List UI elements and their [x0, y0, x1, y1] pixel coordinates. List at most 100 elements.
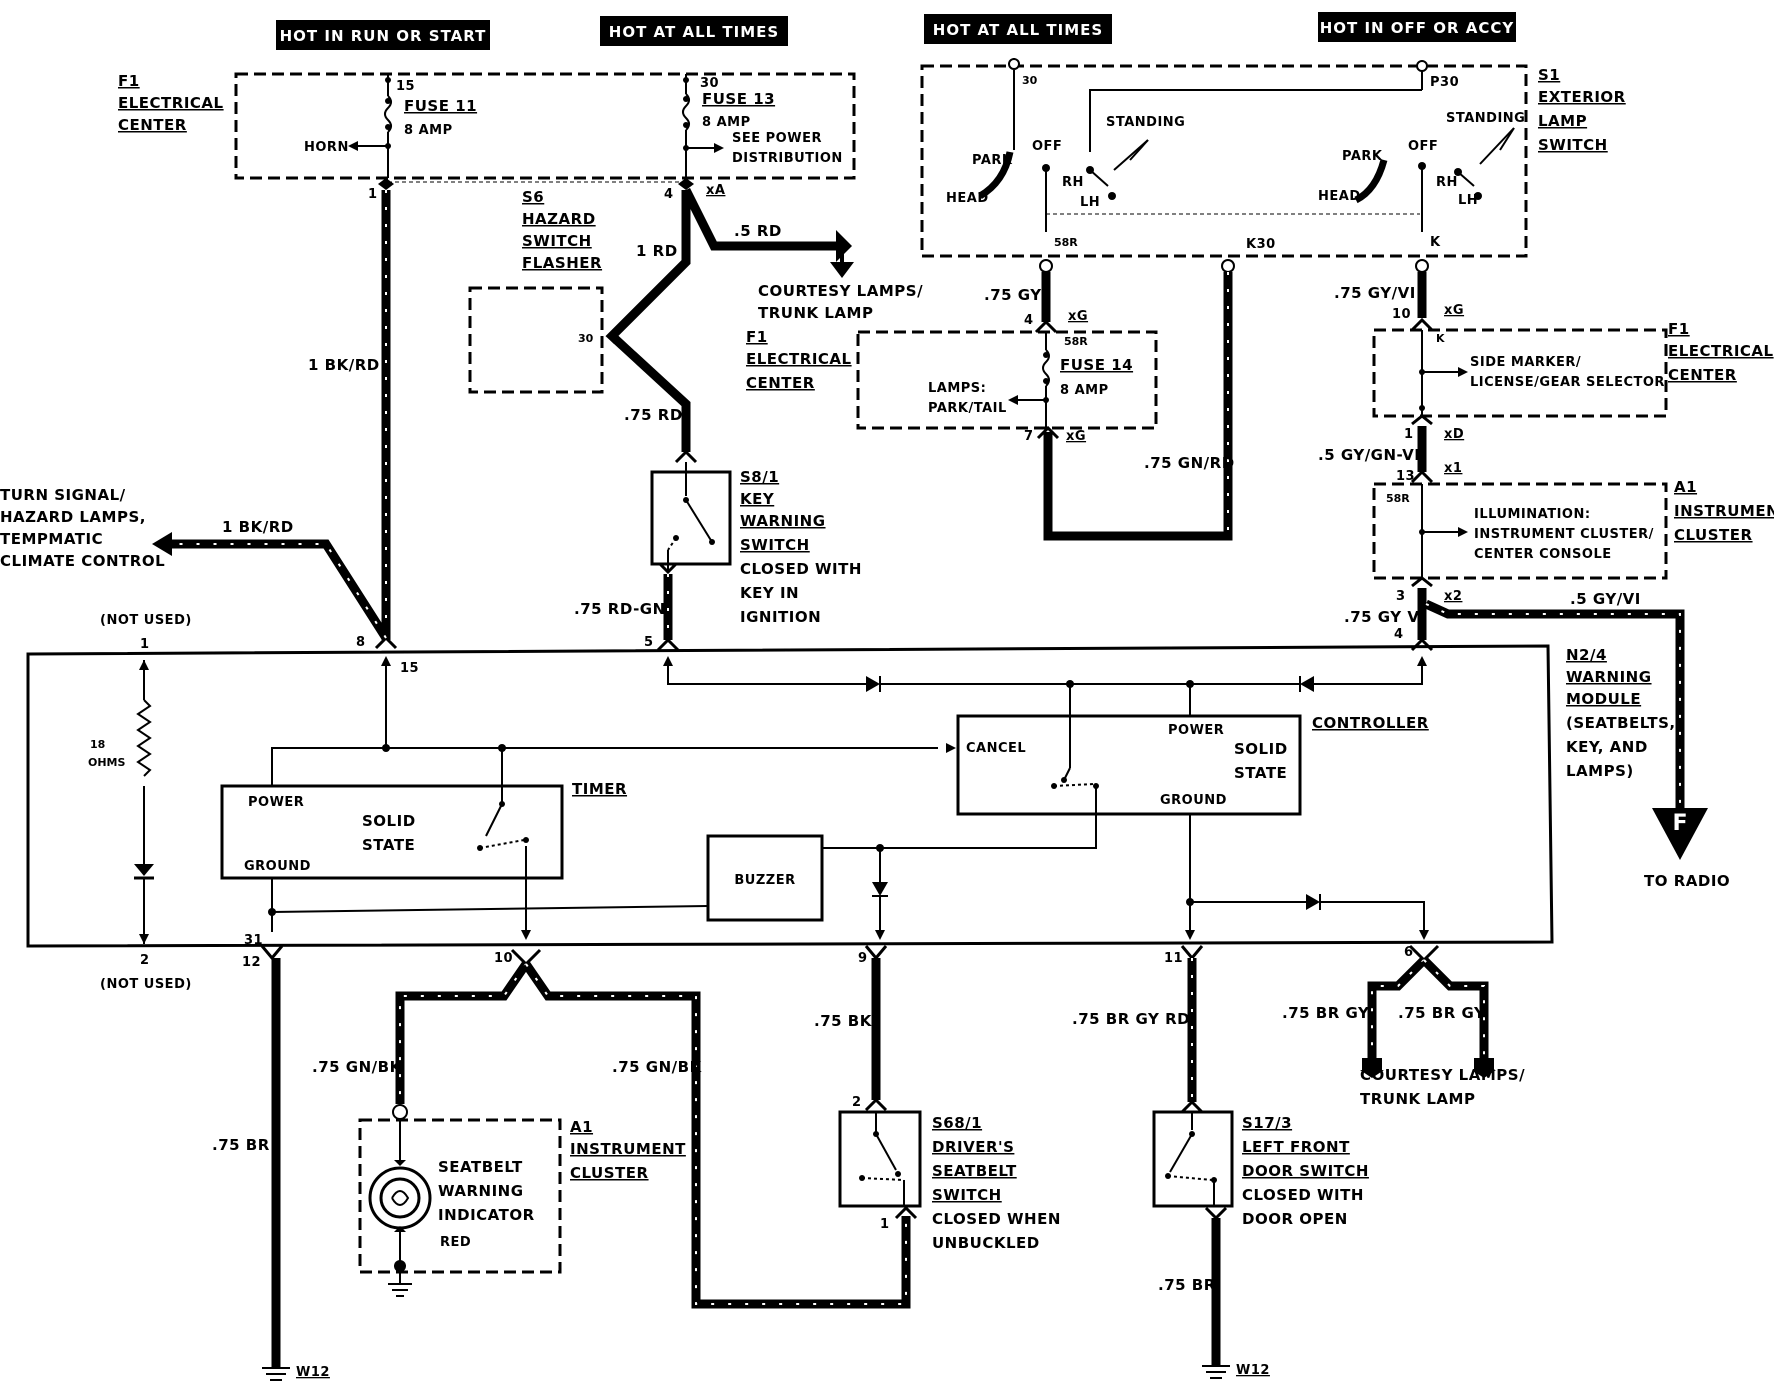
svg-text:SOLID: SOLID [362, 812, 416, 830]
svg-text:TRUNK LAMP: TRUNK LAMP [1360, 1090, 1475, 1108]
n24-warning-module [26, 644, 1554, 948]
svg-text:DISTRIBUTION: DISTRIBUTION [732, 151, 843, 166]
f1-electrical-center-right [1372, 328, 1668, 418]
svg-text:CENTER: CENTER [118, 116, 187, 134]
svg-text:P30: P30 [1430, 75, 1459, 90]
wire-075-gnbk [392, 948, 918, 1309]
svg-text:1: 1 [880, 1217, 890, 1232]
seatbelt-warning-indicator: SEATBELT WARNING INDICATOR RED [368, 1120, 535, 1297]
svg-text:K30: K30 [1246, 237, 1276, 252]
svg-text:CLUSTER: CLUSTER [570, 1164, 649, 1182]
svg-text:30: 30 [578, 332, 594, 345]
svg-text:xD: xD [1444, 427, 1464, 442]
s8-label: S8/1 KEY WARNING SWITCH CLOSED WITH KEY … [740, 468, 861, 626]
svg-text:3: 3 [1396, 589, 1406, 604]
svg-text:IGNITION: IGNITION [740, 608, 821, 626]
s8-key-warning-switch [650, 470, 732, 566]
svg-text:ILLUMINATION:: ILLUMINATION: [1474, 507, 1591, 522]
svg-text:CANCEL: CANCEL [966, 741, 1026, 756]
svg-text:GROUND: GROUND [244, 859, 311, 874]
s1-label: S1 EXTERIOR LAMP SWITCH [1538, 66, 1625, 154]
supply-label-all-times-1: HOT AT ALL TIMES [600, 16, 788, 46]
svg-text:CLOSED WITH: CLOSED WITH [1242, 1186, 1364, 1204]
svg-text:F1: F1 [118, 72, 140, 90]
f1-top-label: F1 ELECTRICAL CENTER [118, 72, 224, 134]
svg-text:INDICATOR: INDICATOR [438, 1206, 535, 1224]
svg-text:FUSE 14: FUSE 14 [1060, 356, 1133, 374]
svg-text:SEATBELT: SEATBELT [932, 1162, 1017, 1180]
svg-text:DRIVER'S: DRIVER'S [932, 1138, 1014, 1156]
svg-text:STANDING: STANDING [1106, 115, 1185, 130]
svg-text:CLOSED WHEN: CLOSED WHEN [932, 1210, 1061, 1228]
timer-text: TIMER POWER SOLID STATE GROUND [244, 780, 627, 874]
svg-text:1 BK/RD: 1 BK/RD [222, 518, 294, 536]
svg-text:x1: x1 [1444, 461, 1462, 476]
svg-text:TIMER: TIMER [572, 780, 627, 798]
svg-text:2: 2 [140, 953, 150, 968]
svg-text:S17/3: S17/3 [1242, 1114, 1292, 1132]
svg-text:FUSE 11: FUSE 11 [404, 97, 477, 115]
svg-text:11: 11 [1164, 951, 1183, 966]
f1-right-internal: K SIDE MARKER/ LICENSE/GEAR SELECTOR [1419, 330, 1664, 416]
svg-text:.75 RD-GN: .75 RD-GN [574, 600, 666, 618]
s6-hazard-switch-flasher [468, 286, 604, 394]
svg-text:UNBUCKLED: UNBUCKLED [932, 1234, 1040, 1252]
svg-text:HEAD: HEAD [1318, 189, 1361, 204]
svg-text:58R: 58R [1064, 335, 1088, 348]
timer-contacts [477, 801, 529, 851]
svg-text:HOT AT ALL TIMES: HOT AT ALL TIMES [933, 21, 1103, 39]
ground-w12-right: W12 [1236, 1363, 1270, 1378]
module-internal-wiring [268, 656, 1429, 940]
f1-electrical-center-top [234, 72, 856, 180]
svg-text:.75 BK: .75 BK [814, 1012, 873, 1030]
timer-solid-state [220, 784, 564, 880]
svg-text:15: 15 [396, 79, 415, 94]
s17-contacts [1165, 1112, 1217, 1206]
svg-text:(SEATBELTS,: (SEATBELTS, [1566, 714, 1676, 732]
supply-label-run-start: HOT IN RUN OR START [276, 20, 490, 50]
svg-text:MODULE: MODULE [1566, 690, 1641, 708]
svg-text:POWER: POWER [1168, 723, 1224, 738]
svg-text:POWER: POWER [248, 795, 304, 810]
svg-text:F1: F1 [1668, 320, 1690, 338]
svg-text:F1: F1 [746, 328, 768, 346]
svg-text:LAMPS:: LAMPS: [928, 381, 986, 396]
svg-text:ELECTRICAL: ELECTRICAL [118, 94, 224, 112]
s1-contacts [978, 58, 1515, 232]
svg-text:10: 10 [494, 951, 513, 966]
svg-text:12: 12 [242, 955, 261, 970]
svg-text:8: 8 [356, 635, 366, 650]
svg-text:RH: RH [1436, 175, 1458, 190]
svg-text:1: 1 [140, 637, 150, 652]
svg-text:STATE: STATE [1234, 764, 1287, 782]
svg-text:xG: xG [1444, 303, 1464, 318]
svg-text:S1: S1 [1538, 66, 1560, 84]
svg-text:15: 15 [400, 661, 419, 676]
svg-text:ELECTRICAL: ELECTRICAL [1668, 342, 1774, 360]
svg-text:DOOR OPEN: DOOR OPEN [1242, 1210, 1348, 1228]
svg-text:RH: RH [1062, 175, 1084, 190]
a1-instrument-cluster-top [1372, 482, 1668, 580]
svg-text:RED: RED [440, 1235, 471, 1250]
svg-text:SWITCH: SWITCH [740, 536, 810, 554]
svg-text:.75 BR: .75 BR [1158, 1276, 1216, 1294]
s68-drivers-seatbelt-switch [838, 1110, 922, 1208]
svg-text:COURTESY LAMPS/: COURTESY LAMPS/ [1360, 1066, 1525, 1084]
wire-1-bkrd [374, 178, 398, 650]
svg-text:.75 GY: .75 GY [984, 286, 1042, 304]
wire-075-rdgn [656, 562, 680, 652]
svg-text:SEE POWER: SEE POWER [732, 131, 822, 146]
courtesy-lamps-top: COURTESY LAMPS/ TRUNK LAMP [758, 282, 923, 322]
svg-text:LH: LH [1458, 193, 1478, 208]
wire-075-brgyrd [1180, 945, 1204, 1114]
svg-text:10: 10 [1392, 307, 1411, 322]
svg-text:58R: 58R [1386, 492, 1410, 505]
s68-contacts [859, 1112, 905, 1206]
fuse-14: 58R FUSE 14 8 AMP LAMPS: PARK/TAIL [928, 332, 1133, 428]
buzzer [706, 834, 824, 922]
svg-text:WARNING: WARNING [438, 1182, 524, 1200]
svg-text:.75 GY VI: .75 GY VI [1344, 608, 1426, 626]
a1-top-internal: 58R ILLUMINATION: INSTRUMENT CLUSTER/ CE… [1386, 484, 1653, 580]
svg-text:PARK/TAIL: PARK/TAIL [928, 401, 1007, 416]
a1-top-label: A1 INSTRUMENT CLUSTER [1674, 478, 1774, 544]
